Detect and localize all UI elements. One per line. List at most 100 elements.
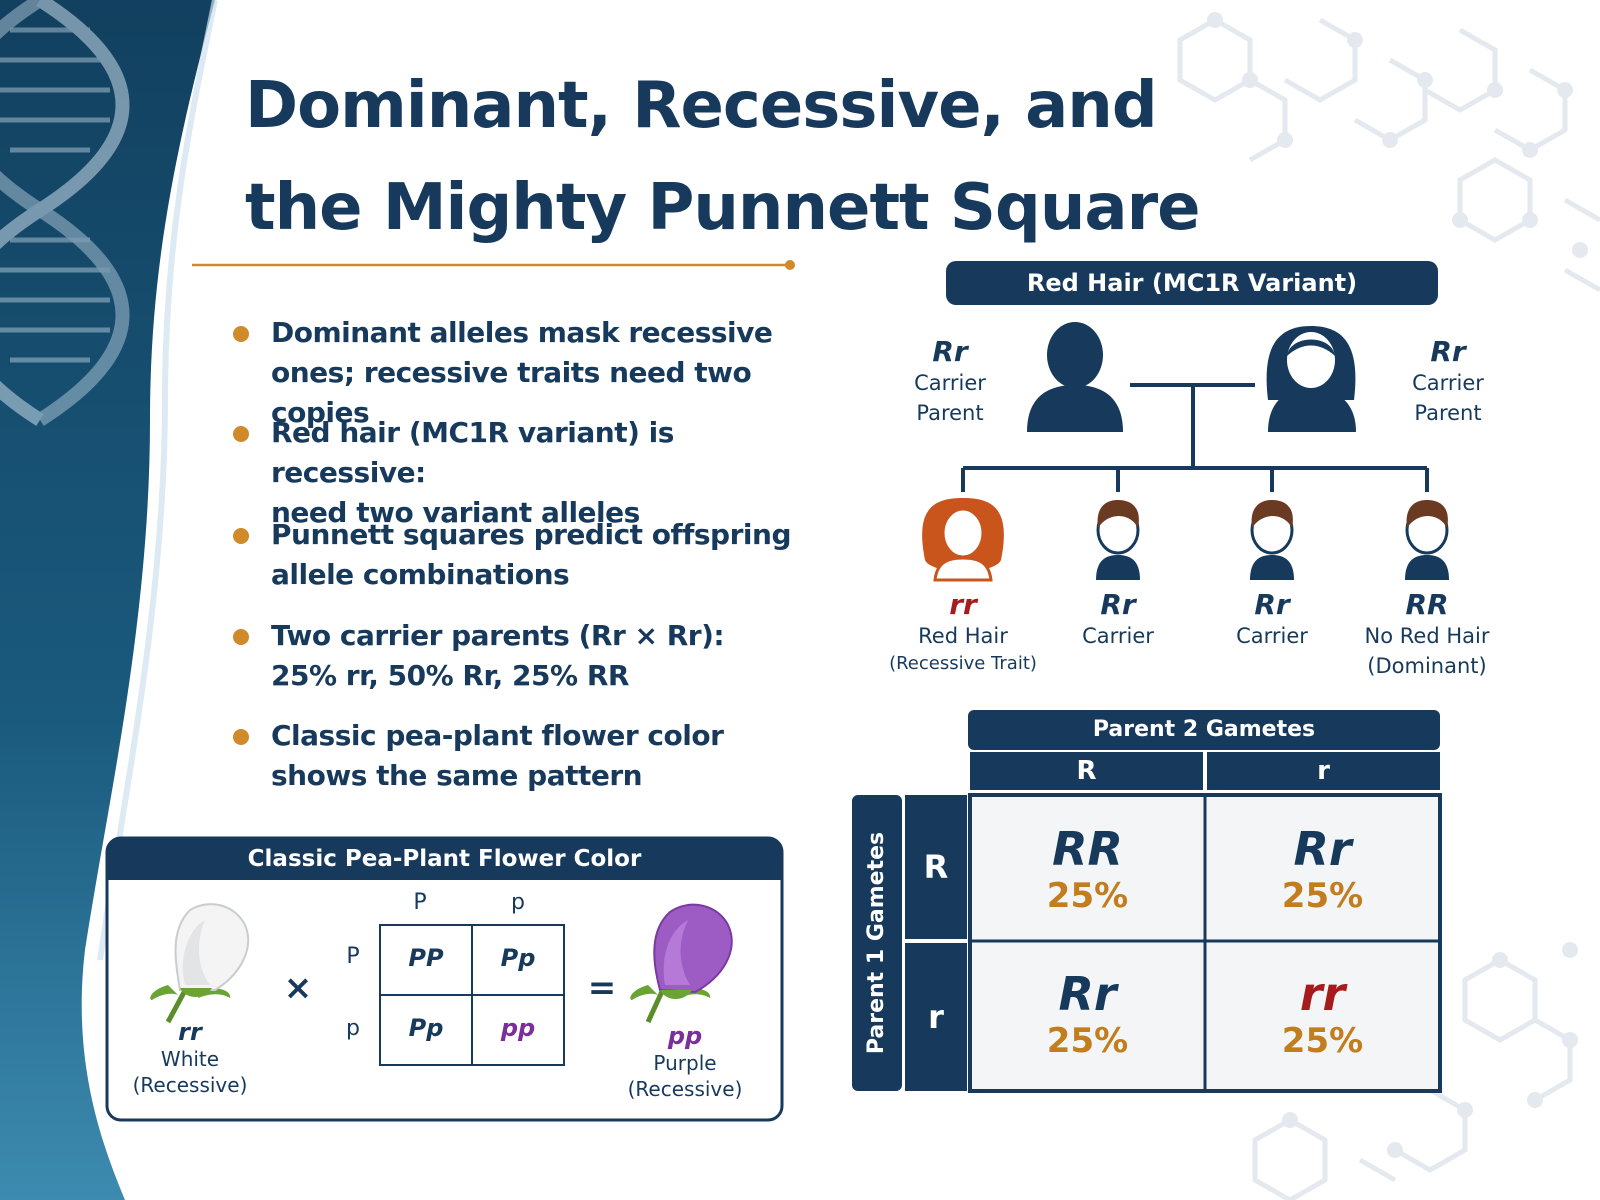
punnett-cell-genotype: Rr: [1293, 822, 1352, 876]
parent-2-label: Rr Carrier Parent: [1398, 335, 1498, 428]
child-carrier-icon-1: [1096, 500, 1140, 580]
pea-cell: Pp: [408, 1014, 444, 1042]
molecule-pattern-top: [1177, 17, 1600, 293]
child-dominant-icon: [1405, 500, 1449, 580]
bullet-item: Dominant alleles mask recessive ones; re…: [271, 313, 831, 433]
punnett-cell: Rr 25%: [972, 967, 1203, 1061]
parent-genotype: Rr: [932, 335, 968, 368]
child-phenotype: No Red Hair: [1364, 624, 1490, 648]
punnett-cell: Rr 25%: [1207, 822, 1438, 916]
punnett-cell-genotype: RR: [1052, 822, 1123, 876]
punnett-cell: rr 25%: [1207, 967, 1438, 1061]
pea-row-header: p: [346, 1016, 360, 1041]
mother-icon: [1266, 326, 1356, 432]
punnett-row-header-R-bg: [905, 795, 967, 939]
pea-right-phenotype: Purple: [653, 1051, 717, 1075]
side-wave-light: [97, 0, 218, 961]
child-phenotype-note: (Recessive Trait): [889, 653, 1037, 674]
punnett-col-header-R-bg: [970, 752, 1203, 790]
child-phenotype: Carrier: [1082, 624, 1154, 648]
pea-panel-banner: Classic Pea-Plant Flower Color: [247, 846, 642, 872]
punnett-cell: RR 25%: [972, 822, 1203, 916]
child-genotype: Rr: [1100, 588, 1136, 621]
bullet-item: Red hair (MC1R variant) is recessive: ne…: [271, 413, 831, 533]
punnett-row-header: r: [928, 998, 944, 1036]
title-divider-dot: [785, 260, 795, 270]
side-wave-shape: [0, 0, 215, 1200]
pedigree-banner: Red Hair (MC1R Variant): [946, 261, 1438, 305]
punnett-row-header-r-bg: [905, 943, 967, 1091]
molecule-nodes-bottom: [1282, 942, 1578, 1158]
parent-role: Carrier: [1412, 371, 1484, 395]
pea-left-note: (Recessive): [132, 1073, 248, 1097]
pea-panel-banner-bg: [107, 838, 782, 880]
bullet-dot: [233, 729, 249, 745]
bullet-dot: [233, 629, 249, 645]
pea-right-note: (Recessive): [627, 1077, 743, 1101]
child-carrier-icon-2: [1250, 500, 1294, 580]
punnett-side-header: Parent 1 Gametes: [864, 831, 889, 1055]
pea-cell: Pp: [500, 944, 536, 972]
pea-right-genotype: pp: [667, 1022, 703, 1050]
punnett-cell-percent: 25%: [1281, 876, 1364, 916]
molecule-pattern-bottom: [1252, 957, 1573, 1200]
bullet-line: Punnett squares predict offspring: [271, 518, 791, 551]
bullet-line: Classic pea-plant flower color: [271, 719, 724, 752]
pea-col-header: p: [511, 890, 525, 915]
child-label: RR No Red Hair (Dominant): [1347, 588, 1507, 681]
pedigree-connectors: [961, 383, 1429, 492]
bullet-item: Two carrier parents (Rr × Rr): 25% rr, 5…: [271, 616, 831, 696]
molecule-nodes-top: [1207, 12, 1588, 258]
child-red-hair-icon: [922, 498, 1004, 582]
child-genotype: RR: [1405, 588, 1449, 621]
bullet-dot: [233, 528, 249, 544]
pea-col-header: P: [413, 890, 427, 915]
times-symbol: ×: [283, 968, 313, 1008]
punnett-top-header-bg: [968, 710, 1440, 750]
punnett-col-header: R: [1076, 756, 1097, 786]
child-genotype: rr: [949, 588, 977, 621]
child-phenotype: Red Hair: [918, 624, 1008, 648]
child-genotype: Rr: [1254, 588, 1290, 621]
bullet-line: Dominant alleles mask recessive: [271, 316, 773, 349]
bullet-item: Classic pea-plant flower color shows the…: [271, 716, 831, 796]
punnett-row-header: R: [923, 848, 949, 886]
parent-role: Parent: [1414, 401, 1482, 425]
parent-role: Parent: [916, 401, 984, 425]
purple-flower-icon: [630, 903, 733, 1024]
father-icon: [1027, 322, 1123, 432]
punnett-cell-percent: 25%: [1046, 876, 1129, 916]
pea-left-genotype: rr: [178, 1018, 202, 1046]
pea-cell: pp: [500, 1014, 536, 1042]
page-title: Dominant, Recessive, and the Mighty Punn…: [245, 55, 1245, 259]
bullet-item: Punnett squares predict offspring allele…: [271, 515, 831, 595]
page-title-line1: Dominant, Recessive, and: [245, 69, 1158, 143]
bullet-line: Two carrier parents (Rr × Rr):: [271, 619, 725, 652]
pea-left-parent: rr White (Recessive): [130, 1018, 250, 1098]
child-phenotype: Carrier: [1236, 624, 1308, 648]
bullet-line: shows the same pattern: [271, 759, 643, 792]
child-label: Rr Carrier: [1048, 588, 1188, 651]
child-label: rr Red Hair (Recessive Trait): [883, 588, 1043, 677]
equals-symbol: =: [587, 968, 617, 1008]
bullet-line: allele combinations: [271, 558, 570, 591]
dna-helix-icon: [0, 0, 130, 426]
punnett-top-header: Parent 2 Gametes: [1092, 717, 1316, 742]
pea-left-phenotype: White: [160, 1047, 220, 1071]
bullet-line: need two variant alleles: [271, 496, 640, 529]
punnett-col-header-r-bg: [1207, 752, 1440, 790]
bullet-line: Red hair (MC1R variant) is recessive:: [271, 416, 674, 489]
punnett-cell-percent: 25%: [1046, 1021, 1129, 1061]
parent-1-label: Rr Carrier Parent: [900, 335, 1000, 428]
bullet-dot: [233, 426, 249, 442]
parent-genotype: Rr: [1430, 335, 1466, 368]
bullet-dot: [233, 326, 249, 342]
pea-cell: PP: [408, 944, 444, 972]
punnett-col-header: r: [1317, 756, 1330, 786]
bullet-line: 25% rr, 50% Rr, 25% RR: [271, 659, 629, 692]
punnett-cell-genotype: Rr: [1058, 967, 1117, 1021]
punnett-cell-genotype: rr: [1299, 967, 1346, 1021]
pea-right-result: pp Purple (Recessive): [625, 1022, 745, 1102]
